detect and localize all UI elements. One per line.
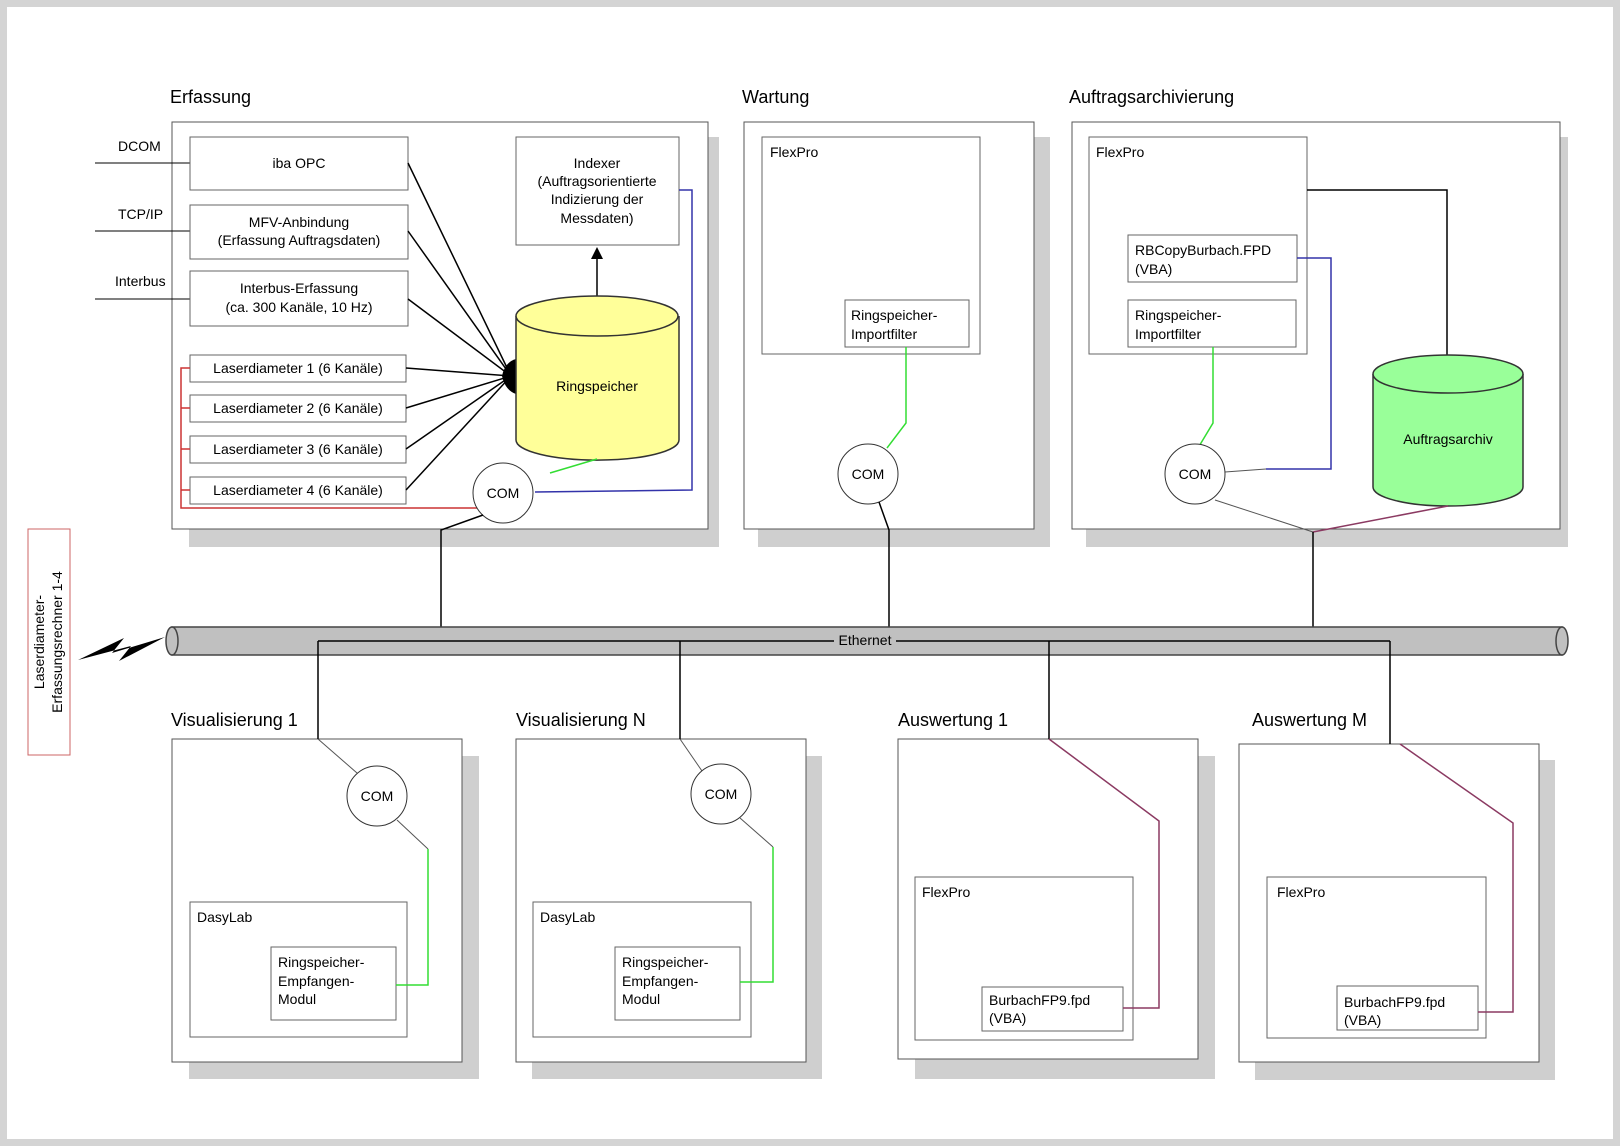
box-laserdiameter-4-label: Laserdiameter 4 (6 Kanäle)	[213, 482, 383, 498]
wartung-ethernet-link	[878, 501, 890, 640]
ausw1-purple-link	[1048, 738, 1160, 1009]
visn-modul-line3: Modul	[622, 991, 660, 1007]
auswm-fpd-line1: BurbachFP9.fpd	[1344, 994, 1445, 1010]
archiv-purple-link	[1312, 505, 1449, 533]
box-mfv-line1: MFV-Anbindung	[249, 214, 349, 230]
box-vis1-modul	[270, 946, 397, 1021]
box-mfv-line2: (Erfassung Auftragsdaten)	[218, 232, 381, 248]
com-visn-label: COM	[705, 786, 738, 802]
vis1-dasylab-label: DasyLab	[197, 909, 252, 925]
box-iba-opc-label: iba OPC	[273, 155, 326, 171]
box-interbus-erfassung	[189, 270, 409, 327]
auswm-flexpro-label: FlexPro	[1277, 884, 1325, 900]
box-indexer	[515, 136, 680, 246]
visn-modul-line2: Empfangen-	[622, 973, 699, 989]
ethernet-label-background	[834, 631, 896, 649]
section-title-wartung: Wartung	[742, 87, 809, 107]
box-archiv-importfilter	[1127, 299, 1297, 348]
auswm-fpd-line2: (VBA)	[1344, 1012, 1381, 1028]
box-laserdiameter-4	[189, 476, 407, 505]
box-wartung-importfilter	[844, 299, 970, 348]
box-iba-opc	[189, 136, 409, 191]
wartung-flexpro-label: FlexPro	[770, 144, 818, 160]
box-auswm-fpd	[1336, 985, 1479, 1031]
archiv-importfilter-green-link	[1197, 347, 1214, 449]
com-archiv	[1164, 443, 1226, 505]
wartung-importfilter-line1: Ringspeicher-	[851, 307, 938, 323]
com-erfassung	[472, 462, 534, 524]
box-laserdiameter-3-label: Laserdiameter 3 (6 Kanäle)	[213, 441, 383, 457]
vis1-modul-line2: Empfangen-	[278, 973, 355, 989]
cylinder-auftragsarchiv	[1372, 354, 1524, 507]
com-archiv-junction-link	[1214, 499, 1314, 533]
section-title-visualisierung-n: Visualisierung N	[516, 710, 646, 730]
visn-modul-line1: Ringspeicher-	[622, 954, 709, 970]
lightning-icon	[78, 637, 165, 661]
fan-in-arrowhead	[502, 359, 516, 394]
wartung-importfilter-line2: Importfilter	[851, 326, 917, 342]
ringspeicher-com-green-link	[549, 458, 598, 474]
side-label-line2: Erfassungsrechner 1-4	[49, 571, 65, 713]
com-wartung-label: COM	[852, 466, 885, 482]
box-mfv	[189, 204, 409, 260]
rbcopy-com-blue-link	[1266, 257, 1332, 470]
vis1-modul-line1: Ringspeicher-	[278, 954, 365, 970]
box-laserdiameter-3	[189, 435, 407, 464]
visn-green-link	[740, 847, 774, 983]
ausw1-fpd-line1: BurbachFP9.fpd	[989, 992, 1090, 1008]
indexer-com-blue-link	[534, 189, 693, 493]
ethernet-label: Ethernet	[839, 632, 892, 648]
com-wartung	[837, 443, 899, 505]
indexer-line2: (Auftragsorientierte	[537, 173, 656, 189]
com-erfassung-label: COM	[487, 485, 520, 501]
archiv-importfilter-line1: Ringspeicher-	[1135, 307, 1222, 323]
side-label-box	[27, 528, 71, 756]
box-interbus-line1: Interbus-Erfassung	[240, 280, 358, 296]
ausw1-fpd-line2: (VBA)	[989, 1010, 1026, 1026]
section-title-erfassung: Erfassung	[170, 87, 251, 107]
input-interbus-label: Interbus	[115, 273, 166, 289]
flexpro-archiv-link	[1307, 189, 1448, 355]
ringspeicher-label: Ringspeicher	[556, 378, 638, 394]
com-vis1-label: COM	[361, 788, 394, 804]
laser-red-connector	[180, 367, 481, 509]
vis1-green-link	[396, 849, 429, 986]
box-laserdiameter-1-label: Laserdiameter 1 (6 Kanäle)	[213, 360, 383, 376]
com-archiv-label: COM	[1179, 466, 1212, 482]
box-laserdiameter-1	[189, 354, 407, 383]
wartung-green-link	[886, 347, 907, 449]
indexer-line4: Messdaten)	[560, 210, 633, 226]
rbcopy-line2: (VBA)	[1135, 261, 1172, 277]
fan-in-lines	[405, 162, 512, 491]
archiv-flexpro-label: FlexPro	[1096, 144, 1144, 160]
input-dcom-label: DCOM	[118, 138, 161, 154]
section-title-auswertung-m: Auswertung M	[1252, 710, 1367, 730]
cylinder-ringspeicher	[515, 295, 680, 461]
rbcopy-line1: RBCopyBurbach.FPD	[1135, 242, 1271, 258]
erfassung-ethernet-link	[440, 514, 484, 640]
vis1-modul-line3: Modul	[278, 991, 316, 1007]
box-laserdiameter-2	[189, 394, 407, 423]
section-title-auftragsarchivierung: Auftragsarchivierung	[1069, 87, 1234, 107]
box-interbus-line2: (ca. 300 Kanäle, 10 Hz)	[225, 299, 372, 315]
com-visn	[690, 763, 752, 825]
box-visn-modul	[614, 946, 741, 1021]
archiv-importfilter-line2: Importfilter	[1135, 326, 1201, 342]
visn-dasylab-label: DasyLab	[540, 909, 595, 925]
box-ausw1-fpd	[981, 986, 1124, 1032]
section-title-auswertung-1: Auswertung 1	[898, 710, 1008, 730]
input-tcpip-label: TCP/IP	[118, 206, 163, 222]
ausw1-flexpro-label: FlexPro	[922, 884, 970, 900]
box-laserdiameter-2-label: Laserdiameter 2 (6 Kanäle)	[213, 400, 383, 416]
indexer-line3: Indizierung der	[551, 191, 644, 207]
section-title-visualisierung-1: Visualisierung 1	[171, 710, 298, 730]
side-label-line1: Laserdiameter-	[31, 595, 47, 689]
auswm-purple-link	[1399, 743, 1514, 1013]
auftragsarchiv-label: Auftragsarchiv	[1403, 431, 1492, 447]
indexer-line1: Indexer	[574, 155, 621, 171]
com-vis1	[346, 765, 408, 827]
